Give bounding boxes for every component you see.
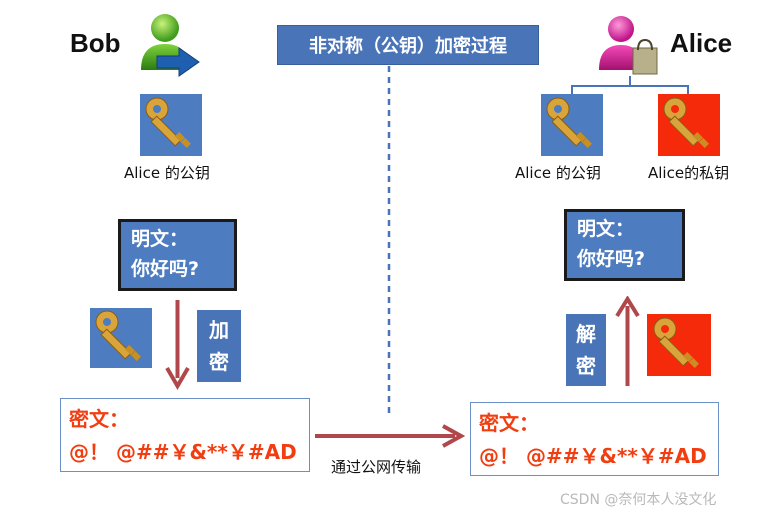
alice-key-connector	[560, 76, 700, 96]
alice-name: Alice	[670, 28, 733, 58]
bob-plaintext-label: 明文：	[131, 228, 189, 250]
key-icon	[661, 95, 717, 155]
bob-public-key-tile	[140, 94, 202, 156]
decrypt-label-char2: 密	[576, 354, 596, 378]
alice-public-key-caption: Alice 的公钥	[515, 164, 601, 182]
alice-decrypt-arrow	[615, 295, 640, 386]
encrypt-label: 加 密	[197, 310, 241, 382]
bob-plaintext-content: 你好吗?	[131, 258, 200, 280]
alice-avatar-icon	[595, 12, 663, 78]
diagram-title: 非对称（公钥）加密过程	[277, 25, 539, 65]
key-icon	[93, 308, 149, 368]
alice-public-key-tile	[541, 94, 603, 156]
bob-ciphertext-box: 密文： @！ @##￥&**￥#AD	[60, 398, 310, 472]
bob-encrypt-key-tile	[90, 308, 152, 368]
watermark: CSDN @奈何本人没文化	[560, 492, 717, 508]
key-icon	[544, 95, 600, 155]
alice-decrypt-key-tile	[647, 314, 711, 376]
alice-ciphertext-content: @！ @##￥&**￥#AD	[479, 444, 707, 468]
bob-ciphertext-label: 密文：	[69, 407, 129, 431]
transmission-label: 通过公网传输	[331, 458, 422, 476]
bob-ciphertext-content: @！ @##￥&**￥#AD	[69, 440, 297, 464]
bob-encrypt-arrow	[165, 300, 190, 390]
center-divider	[386, 66, 392, 416]
bob-name: Bob	[70, 28, 121, 58]
decrypt-label: 解 密	[566, 314, 606, 386]
transmission-arrow	[315, 424, 466, 448]
bob-key-caption: Alice 的公钥	[124, 164, 210, 182]
decrypt-label-char1: 解	[576, 322, 596, 346]
alice-private-key-caption: Alice的私钥	[648, 164, 730, 182]
key-icon	[651, 315, 707, 375]
alice-plaintext-box: 明文： 你好吗?	[564, 209, 685, 281]
alice-private-key-tile	[658, 94, 720, 156]
alice-ciphertext-box: 密文： @！ @##￥&**￥#AD	[470, 402, 719, 476]
encrypt-label-char1: 加	[209, 318, 229, 342]
bob-plaintext-box: 明文： 你好吗?	[118, 219, 237, 291]
alice-plaintext-label: 明文：	[577, 218, 635, 240]
alice-plaintext-content: 你好吗?	[577, 248, 646, 270]
key-icon	[143, 95, 199, 155]
alice-ciphertext-label: 密文：	[479, 411, 539, 435]
bob-avatar-icon	[135, 10, 210, 78]
encrypt-label-char2: 密	[209, 350, 229, 374]
